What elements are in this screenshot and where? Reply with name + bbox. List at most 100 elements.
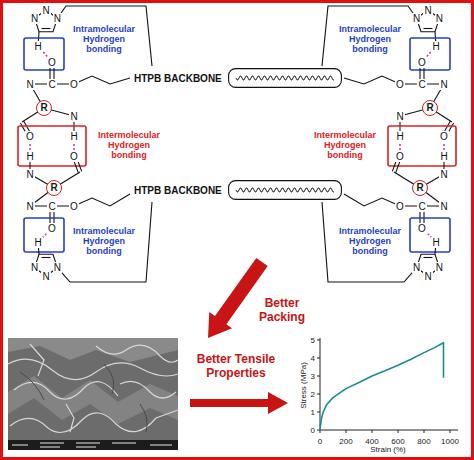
hbond-box xyxy=(24,218,64,252)
atom-symbol: N xyxy=(395,111,404,122)
group-symbol: R xyxy=(416,183,423,193)
bonding-note: Intramolecular Hydrogen bonding xyxy=(334,226,406,256)
sem-image-part-part xyxy=(10,410,178,433)
tick-label: 5 xyxy=(311,336,315,345)
hbond-box xyxy=(24,38,64,70)
atom-symbol: O xyxy=(395,201,405,212)
bonding-note: Intermolecular Hydrogen bonding xyxy=(92,130,166,160)
backbone-chain xyxy=(228,66,342,90)
backbone-box: HTPB BACKBONE xyxy=(130,178,344,202)
stress-strain-chart-part xyxy=(317,394,320,395)
tick-label: 600 xyxy=(391,437,404,446)
backbone-outline xyxy=(229,69,342,88)
atom-symbol: N xyxy=(435,262,444,273)
atom-symbol: O xyxy=(439,131,449,142)
tick-label: 0 xyxy=(311,426,315,435)
atom-symbol: N xyxy=(439,79,448,90)
backbone-box: HTPB BACKBONE xyxy=(130,66,344,90)
tick-label: 200 xyxy=(339,437,352,446)
hbond-box xyxy=(18,126,86,166)
sem-image-part-part xyxy=(8,359,178,379)
atom-symbol: N xyxy=(69,111,78,122)
atom-symbol: H xyxy=(431,237,440,248)
backbone-wave xyxy=(236,76,334,80)
sem-image-part-part xyxy=(30,344,44,376)
sem-image-part-part xyxy=(12,445,28,446)
stress-strain-chart-part xyxy=(317,376,320,377)
atom-symbol: N xyxy=(423,271,432,282)
backbone-chain xyxy=(228,178,342,202)
atom-symbol: N xyxy=(53,13,62,24)
atom-symbol: N xyxy=(30,262,39,273)
tick-label: 1000 xyxy=(441,437,459,446)
tick-label: 2 xyxy=(311,390,315,399)
atom-symbol: N xyxy=(30,13,39,24)
bonding-note: Intramolecular Hydrogen bonding xyxy=(68,24,140,54)
bonding-note: Intramolecular Hydrogen bonding xyxy=(68,226,140,256)
atom-symbol: O xyxy=(69,79,79,90)
sem-image-part-part xyxy=(120,381,176,398)
tick-label: 0 xyxy=(318,437,322,446)
tick-label: 1 xyxy=(311,408,315,417)
atom-symbol: O xyxy=(395,151,405,162)
atom-symbol: N xyxy=(25,201,34,212)
stress-strain-chart-part xyxy=(317,412,320,413)
atom-symbol: N xyxy=(25,79,34,90)
substituent-circle: R xyxy=(422,100,438,116)
sem-image-part-part xyxy=(140,404,147,432)
sem-image-part-part xyxy=(76,447,96,448)
tick-label: 3 xyxy=(311,372,315,381)
atom-symbol: N xyxy=(435,13,444,24)
group-symbol: R xyxy=(426,103,433,113)
atom-symbol: H xyxy=(69,131,78,142)
axis-title: Stress (MPa) xyxy=(298,362,307,409)
backbone-outline xyxy=(229,181,342,200)
stress-strain-chart-part xyxy=(320,343,444,430)
group-symbol: R xyxy=(50,183,57,193)
atom-symbol: O xyxy=(395,79,405,90)
stress-strain-chart-part xyxy=(317,340,320,341)
atom-symbol: O xyxy=(417,223,427,234)
atom-symbol: H xyxy=(33,41,42,52)
atom-symbol: C xyxy=(47,201,56,212)
sem-image-part-part xyxy=(150,445,172,446)
atom-symbol: N xyxy=(423,5,432,16)
chain-bond xyxy=(74,194,130,206)
atom-symbol: N xyxy=(412,262,421,273)
packing-arrow xyxy=(208,258,268,338)
chain-bond xyxy=(74,76,130,84)
backbone-wave xyxy=(236,188,334,192)
atom-symbol: H xyxy=(439,151,448,162)
atom-symbol: C xyxy=(417,79,426,90)
atom-symbol: C xyxy=(47,79,56,90)
atom-symbol: O xyxy=(25,131,35,142)
sem-image-part xyxy=(8,440,178,450)
sem-image-part xyxy=(8,338,178,450)
atom-symbol: H xyxy=(395,131,404,142)
backbone-label: HTPB BACKBONE xyxy=(134,185,222,196)
substituent-circle: R xyxy=(46,180,62,196)
atom-symbol: N xyxy=(53,262,62,273)
stress-strain-chart-part xyxy=(320,338,458,430)
sem-image-part xyxy=(20,364,147,432)
substituent-circle: R xyxy=(412,180,428,196)
sem-image-part xyxy=(8,338,178,362)
stress-strain-chart xyxy=(317,338,458,433)
substituent-circle: R xyxy=(36,100,52,116)
atom-symbol: O xyxy=(69,151,79,162)
bonding-note: Intermolecular Hydrogen bonding xyxy=(308,130,382,160)
atom-symbol: N xyxy=(41,271,50,282)
sem-image-part xyxy=(8,344,178,433)
stress-strain-chart-part xyxy=(317,358,320,359)
stress-strain-chart-part xyxy=(450,430,451,433)
atom-symbol: O xyxy=(417,57,427,68)
sem-image-part-part xyxy=(40,447,60,448)
atom-symbol: N xyxy=(439,201,448,212)
tick-label: 4 xyxy=(311,354,315,363)
sem-image-part-part xyxy=(66,404,74,432)
tick-label: 800 xyxy=(417,437,430,446)
sem-image-part-part xyxy=(76,443,100,444)
sem-image-part-part xyxy=(112,443,136,444)
atom-symbol: H xyxy=(25,151,34,162)
tick-label: 400 xyxy=(365,437,378,446)
